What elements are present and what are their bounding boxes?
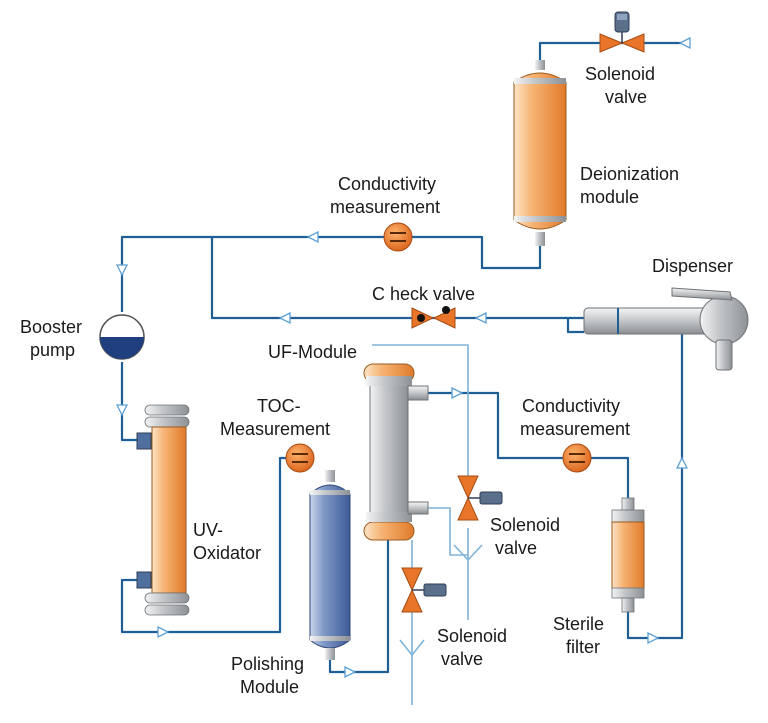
dispenser[interactable] [583, 287, 749, 371]
label-toc-2: Measurement [220, 419, 330, 439]
conductivity-sensor-top [383, 222, 413, 252]
label-solenoid-mid-1: Solenoid [490, 515, 560, 535]
label-solenoid-mid-2: valve [495, 538, 537, 558]
polishing-module [309, 470, 351, 660]
solenoid-valve-mid[interactable] [457, 475, 503, 521]
label-polishing-1: Polishing [231, 654, 304, 674]
label-uf-module: UF-Module [268, 342, 357, 362]
label-booster-1: Booster [20, 317, 82, 337]
booster-pump[interactable] [99, 314, 145, 360]
piping [120, 41, 690, 705]
label-booster-2: pump [30, 340, 75, 360]
flow-arrows [115, 36, 691, 679]
check-valve [411, 306, 456, 329]
label-conductivity-right-1: Conductivity [522, 396, 620, 416]
label-sterile-1: Sterile [553, 614, 604, 634]
label-conductivity-top-2: measurement [330, 197, 440, 217]
label-polishing-2: Module [240, 677, 299, 697]
toc-sensor [285, 443, 315, 473]
label-solenoid-top-2: valve [605, 87, 647, 107]
label-conductivity-right-2: measurement [520, 419, 630, 439]
sterile-filter [611, 497, 645, 613]
solenoid-valve-low[interactable] [401, 567, 447, 613]
label-toc-1: TOC- [257, 396, 301, 416]
deionization-module [513, 60, 567, 246]
uf-module [363, 363, 429, 541]
label-check-valve: C heck valve [372, 284, 475, 304]
label-deionization-1: Deionization [580, 164, 679, 184]
label-uv-1: UV- [193, 520, 223, 540]
label-uv-2: Oxidator [193, 543, 261, 563]
solenoid-valve-top[interactable] [599, 11, 645, 53]
labels: Solenoid valve Deionization module Condu… [20, 64, 733, 697]
conductivity-sensor-right [562, 443, 592, 473]
uv-oxidator [136, 404, 190, 616]
label-conductivity-top-1: Conductivity [338, 174, 436, 194]
label-dispenser: Dispenser [652, 256, 733, 276]
label-solenoid-low-2: valve [441, 649, 483, 669]
label-solenoid-top-1: Solenoid [585, 64, 655, 84]
label-sterile-2: filter [566, 637, 600, 657]
label-deionization-2: module [580, 187, 639, 207]
label-solenoid-low-1: Solenoid [437, 626, 507, 646]
